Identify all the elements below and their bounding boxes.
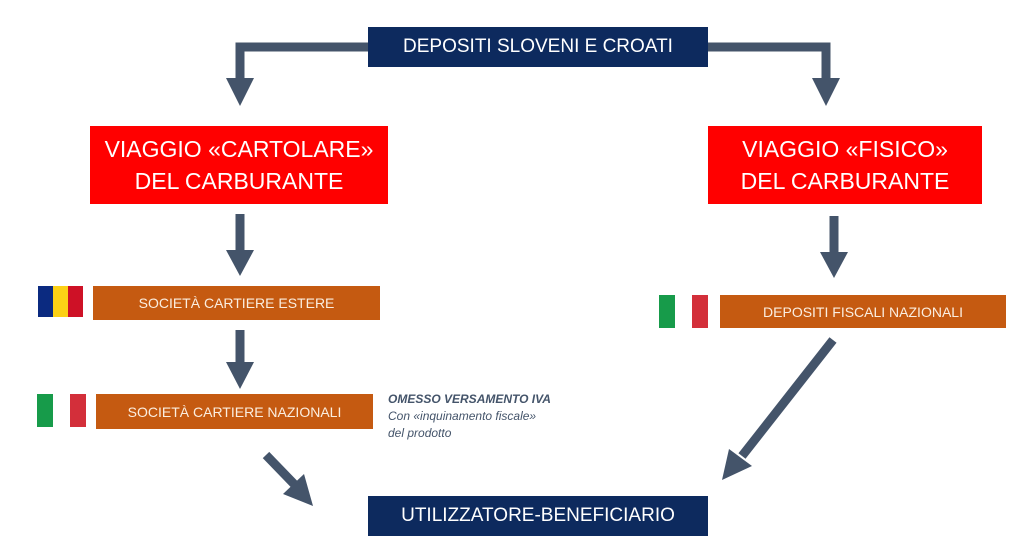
paper-route-line1: VIAGGIO «CARTOLARE» <box>104 136 374 162</box>
arrow-top-right <box>708 42 831 82</box>
end-user-box: UTILIZZATORE-BENEFICIARIO <box>368 496 708 536</box>
physical-route-line1: VIAGGIO «FISICO» <box>742 136 948 162</box>
paper-route-line2: DEL CARBURANTE <box>134 168 344 194</box>
vat-note: OMESSO VERSAMENTO IVA Con «inquinamento … <box>388 391 551 442</box>
vat-note-line1: Con «inquinamento fiscale» <box>388 409 537 423</box>
italy-flag-icon <box>659 295 708 328</box>
physical-route-line2: DEL CARBURANTE <box>740 168 950 194</box>
arrow-top-left <box>235 42 368 82</box>
romania-flag-icon <box>38 286 83 317</box>
vat-note-title: OMESSO VERSAMENTO IVA <box>388 392 551 406</box>
arrow-left-diagonal <box>262 451 299 489</box>
italy-flag-icon <box>37 394 86 427</box>
national-shell-companies-box: SOCIETÀ CARTIERE NAZIONALI <box>96 394 373 429</box>
foreign-shell-companies-box: SOCIETÀ CARTIERE ESTERE <box>93 286 380 320</box>
paper-route-box: VIAGGIO «CARTOLARE» DEL CARBURANTE <box>90 126 388 204</box>
arrow-right-diagonal <box>738 337 837 459</box>
national-tax-depots-box: DEPOSITI FISCALI NAZIONALI <box>720 295 1006 328</box>
source-depots-box: DEPOSITI SLOVENI E CROATI <box>368 27 708 67</box>
physical-route-box: VIAGGIO «FISICO» DEL CARBURANTE <box>708 126 982 204</box>
vat-note-line2: del prodotto <box>388 426 452 440</box>
